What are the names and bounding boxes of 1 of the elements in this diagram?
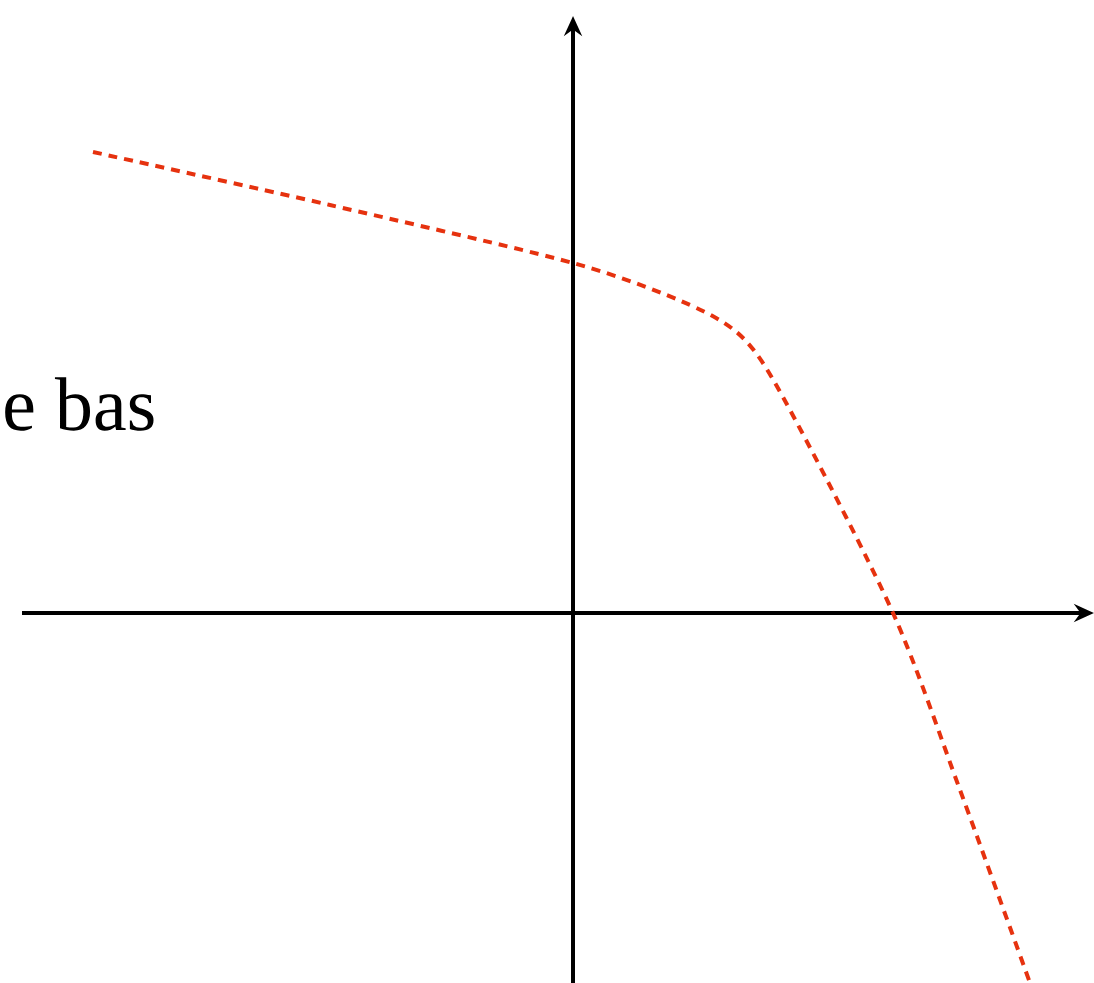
text-label: e bas <box>5 377 154 431</box>
